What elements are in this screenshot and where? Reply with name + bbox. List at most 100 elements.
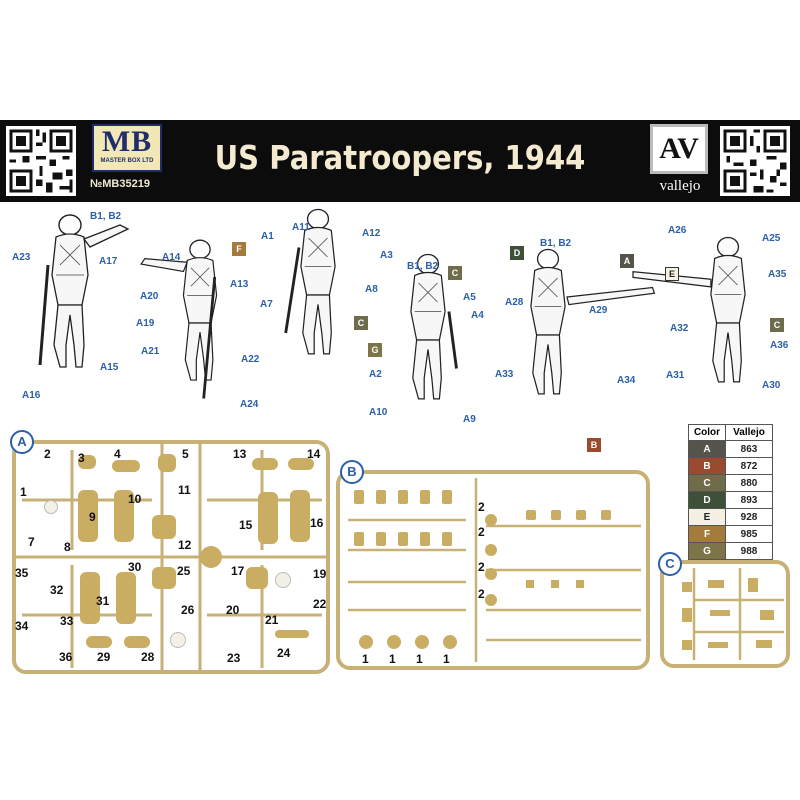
part-number: 1 xyxy=(443,652,450,666)
part-number: 5 xyxy=(182,447,189,461)
callout-label: A28 xyxy=(505,297,524,308)
callout-label: A20 xyxy=(140,291,159,302)
sprue-part xyxy=(252,458,278,470)
mb-logo-letters: MB xyxy=(101,125,153,158)
callout-label: A32 xyxy=(670,323,689,334)
part-number: 22 xyxy=(313,597,327,611)
figure-5 xyxy=(530,248,656,395)
callout-label: A16 xyxy=(22,390,41,401)
color-square-c: C xyxy=(354,316,368,330)
sprue-part xyxy=(152,515,176,539)
color-code: C xyxy=(688,474,726,492)
callout-label: A1 xyxy=(261,231,274,242)
sprue-part xyxy=(152,567,176,589)
color-code: D xyxy=(688,491,726,509)
figure-1 xyxy=(38,214,130,368)
callout-label: A29 xyxy=(589,305,608,316)
part-number: 28 xyxy=(141,650,155,664)
callout-label: A24 xyxy=(240,399,259,410)
part-number: 24 xyxy=(277,646,291,660)
part-number: 32 xyxy=(50,583,64,597)
callout-label: A3 xyxy=(380,250,393,261)
part-number: 10 xyxy=(128,492,142,506)
sprue-c-runners xyxy=(682,568,784,660)
part-number: 21 xyxy=(265,613,279,627)
part-number: 9 xyxy=(89,510,96,524)
page-title: US Paratroopers, 1944 xyxy=(214,138,586,177)
sprue-part xyxy=(290,490,310,542)
callout-label: A2 xyxy=(369,369,382,380)
part-number: 4 xyxy=(114,447,121,461)
part-number: 31 xyxy=(96,594,110,608)
callout-label: A8 xyxy=(365,284,378,295)
part-number: 2 xyxy=(478,525,485,539)
callout-label: A17 xyxy=(99,256,118,267)
callout-label: A15 xyxy=(100,362,119,373)
color-code: B xyxy=(688,457,726,475)
sprue-part xyxy=(124,636,150,648)
callout-label: A12 xyxy=(362,228,381,239)
qr-code-icon xyxy=(6,126,76,196)
color-square-g: G xyxy=(368,343,382,357)
part-number: 2 xyxy=(44,447,51,461)
sprue-c-frame xyxy=(660,560,790,668)
callout-label: A25 xyxy=(762,233,781,244)
part-number: 29 xyxy=(97,650,111,664)
part-number: 34 xyxy=(15,619,29,633)
color-square-b: B xyxy=(587,438,601,452)
sprue-part xyxy=(114,490,134,542)
sprue-part xyxy=(44,500,58,514)
callout-label: A35 xyxy=(768,269,787,280)
sprue-part xyxy=(112,460,140,472)
part-number: 11 xyxy=(178,483,191,497)
part-number: 14 xyxy=(307,447,321,461)
part-number: 1 xyxy=(362,652,369,666)
sprue-part xyxy=(258,492,278,544)
part-number: 36 xyxy=(59,650,73,664)
sprue-part xyxy=(78,490,98,542)
callout-label: A9 xyxy=(463,414,476,425)
part-number: 30 xyxy=(128,560,142,574)
part-number: 17 xyxy=(231,564,245,578)
part-number: 2 xyxy=(478,587,485,601)
qr-code-icon xyxy=(720,126,790,196)
color-header: Color xyxy=(688,424,726,441)
part-number: 2 xyxy=(478,560,485,574)
sprue-part xyxy=(275,572,291,588)
callout-label: A19 xyxy=(136,318,155,329)
sprue-part xyxy=(86,636,112,648)
callout-label: A26 xyxy=(668,225,687,236)
master-box-logo: MB MASTER BOX LTD xyxy=(92,124,162,172)
callout-label: A23 xyxy=(12,252,31,263)
callout-label: B1, B2 xyxy=(90,211,122,222)
callout-label: A21 xyxy=(141,346,160,357)
color-square-d: D xyxy=(510,246,524,260)
callout-label: A36 xyxy=(770,340,789,351)
sprue-part xyxy=(80,572,100,624)
part-number: 26 xyxy=(181,603,195,617)
color-square-a: A xyxy=(620,254,634,268)
vallejo-value: 928 xyxy=(725,508,773,526)
part-number: 1 xyxy=(389,652,396,666)
sprue-part xyxy=(158,454,176,472)
sprue-b-frame xyxy=(336,470,650,670)
part-number: 25 xyxy=(177,564,191,578)
header-band: MB MASTER BOX LTD №MB35219 US Paratroope… xyxy=(0,120,800,202)
vallejo-value: 880 xyxy=(725,474,773,492)
color-square-f: F xyxy=(232,242,246,256)
color-code: F xyxy=(688,525,726,543)
vallejo-value: 985 xyxy=(725,525,773,543)
vallejo-wordmark: vallejo xyxy=(659,178,701,194)
callout-label: A5 xyxy=(463,292,476,303)
vallejo-value: 893 xyxy=(725,491,773,509)
sprue-part xyxy=(275,630,309,638)
kit-number: №MB35219 xyxy=(90,178,150,190)
callout-label: A10 xyxy=(369,407,388,418)
sprue-part xyxy=(116,572,136,624)
sprue-letter: C xyxy=(658,552,682,576)
part-number: 23 xyxy=(227,651,241,665)
part-number: 2 xyxy=(478,500,485,514)
vallejo-value: 988 xyxy=(725,542,773,560)
callout-label: A34 xyxy=(617,375,636,386)
